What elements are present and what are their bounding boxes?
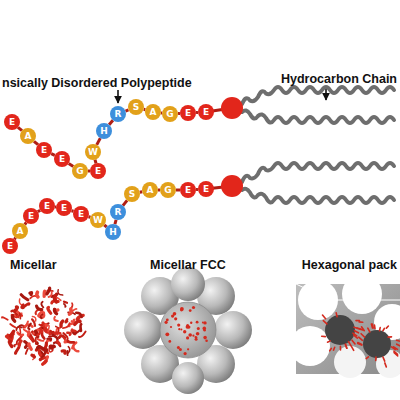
peptide-bond: [95, 160, 96, 164]
residue-bead: E: [180, 182, 196, 198]
peptide-bond: [140, 190, 142, 194]
residue-letter: R: [115, 110, 122, 119]
residue-bead: G: [160, 182, 176, 198]
residue-letter: E: [203, 185, 209, 194]
residue-bead: A: [145, 104, 161, 120]
residue-letter: S: [133, 103, 139, 112]
micelle-render: [2, 288, 86, 364]
residue-letter: H: [109, 228, 117, 237]
peptide-bond: [88, 170, 90, 173]
residue-letter: H: [100, 127, 108, 136]
residue-bead: S: [124, 186, 140, 202]
peptide-bond: [97, 138, 101, 145]
head-group: [221, 97, 243, 119]
peptide-bond: [196, 111, 198, 114]
residue-bead: E: [198, 181, 214, 197]
residue-bead: R: [110, 106, 126, 122]
residue-bead: R: [110, 204, 126, 220]
residue-bead: A: [142, 182, 158, 198]
residue-letter: G: [76, 167, 83, 176]
leader-arrow: [117, 90, 119, 103]
panel-label: Hexagonal pack: [302, 258, 397, 272]
residue-bead: E: [54, 151, 70, 167]
residue-bead: A: [20, 128, 36, 144]
residue-letter: E: [185, 109, 191, 118]
residue-letter: E: [28, 212, 34, 221]
peptide-bond: [18, 127, 22, 130]
peptide-bond: [158, 189, 160, 192]
residue-letter: A: [25, 132, 32, 141]
peptide-bond: [51, 154, 55, 156]
residue-letter: E: [185, 186, 191, 195]
residue-bead: E: [180, 105, 196, 121]
residue-bead: H: [96, 123, 112, 139]
residue-bead: E: [73, 206, 89, 222]
peptide-bond: [161, 111, 162, 114]
peptide-bond: [144, 108, 146, 111]
fcc-lattice: [124, 267, 252, 394]
residue-letter: A: [147, 186, 154, 195]
residue-bead: E: [198, 104, 214, 120]
residue-letter: E: [41, 146, 47, 155]
peptide-bond: [178, 112, 180, 115]
residue-letter: A: [17, 227, 24, 236]
residue-bead: W: [90, 212, 106, 228]
residue-bead: W: [85, 144, 101, 160]
residue-bead: E: [2, 238, 18, 254]
residue-letter: E: [78, 210, 84, 219]
annotation-label: nsically Disordered Polypeptide: [2, 76, 192, 90]
residue-bead: E: [39, 198, 55, 214]
residue-letter: E: [44, 202, 50, 211]
residue-letter: A: [150, 108, 157, 117]
hydrocarbon-chain: [242, 87, 394, 203]
panel-label: Micellar: [10, 258, 57, 272]
leader-arrow: [325, 88, 327, 100]
peptide-bond: [126, 110, 129, 111]
residue-bead: A: [12, 223, 28, 239]
head-group: [221, 175, 243, 197]
peptide-bond: [196, 188, 198, 191]
peptide-bond: [109, 120, 113, 125]
peptide-bond: [25, 223, 27, 225]
residue-letter: R: [115, 208, 122, 217]
residue-bead: G: [72, 163, 88, 179]
residue-letter: E: [61, 204, 67, 213]
hexagonal-packing: [290, 274, 400, 378]
peptide-bond: [34, 141, 38, 144]
residue-bead: E: [36, 142, 52, 158]
peptide-bond: [14, 238, 15, 240]
residue-bead: G: [162, 106, 178, 122]
annotation-label: Hydrocarbon Chain: [281, 72, 397, 86]
residue-letter: E: [7, 242, 13, 251]
residue-letter: E: [95, 167, 101, 176]
residue-letter: E: [203, 108, 209, 117]
residue-letter: E: [9, 118, 15, 127]
peptide-bond: [55, 205, 56, 208]
peptide-bond: [123, 200, 127, 205]
residue-letter: G: [164, 186, 171, 195]
residue-bead: E: [90, 163, 106, 179]
residue-bead: E: [4, 114, 20, 130]
panel-label: Micellar FCC: [150, 258, 226, 272]
residue-bead: E: [56, 200, 72, 216]
peptide-bond: [176, 189, 180, 192]
residue-letter: W: [93, 216, 103, 225]
residue-letter: E: [59, 155, 65, 164]
residue-bead: H: [105, 224, 121, 240]
residue-letter: G: [166, 110, 173, 119]
peptide-bond: [69, 163, 74, 166]
peptide-bond: [104, 225, 107, 227]
residue-bead: E: [23, 208, 39, 224]
residue-letter: S: [129, 190, 135, 199]
residue-letter: W: [88, 148, 98, 157]
residue-bead: S: [128, 99, 144, 115]
peptide-bond: [115, 220, 116, 224]
peptide-bond: [38, 210, 40, 212]
